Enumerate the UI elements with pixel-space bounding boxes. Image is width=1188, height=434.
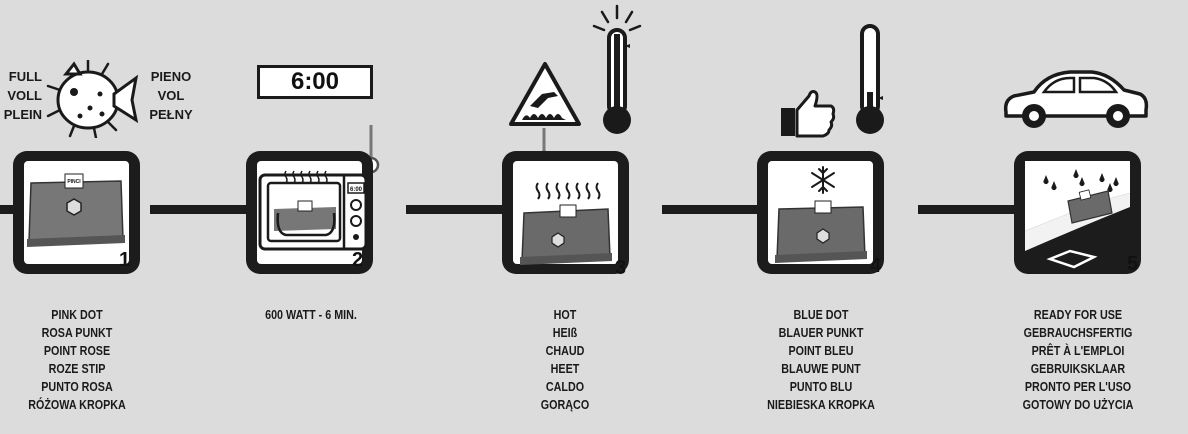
heat-pack-icon: PINCI [27,174,125,247]
microwave-icon: 6:00 [260,175,366,249]
full-labels-left: FULL VOLL PLEIN [2,67,42,124]
thermometer-cold-icon [853,24,887,138]
thumbs-up-icon [779,88,837,138]
step-5-labels: READY FOR USE GEBRAUCHSFERTIG PRÊT À L'E… [996,306,1159,414]
step-2-labels: 600 WATT - 6 MIN. [229,306,392,324]
step-2-frame: 6:00 2 [242,147,377,278]
microwave-display: 6:00 [350,187,363,193]
step-3-labels: HOT HEIß CHAUD HEET CALDO GORĄCO [483,306,646,414]
step-number: 5 [1127,253,1138,276]
step-number: 4 [870,255,881,278]
step-4-labels: BLUE DOT BLAUER PUNKT POINT BLEU BLAUWE … [739,306,902,414]
step-number: 3 [615,257,626,280]
step-number: 1 [119,249,130,272]
step-3-frame: 3 [498,147,633,278]
step-5-frame: 5 [1010,147,1145,278]
heat-pack-icon [775,201,867,263]
full-labels-right: PIENO VOL PEŁNY [146,67,196,124]
bag-brand-label: PINCI [67,179,81,185]
heat-pack-icon [520,205,612,265]
timer-display: 6:00 [257,65,373,99]
warning-hot-surface-icon [508,60,582,128]
pufferfish-icon [44,60,140,138]
step-1-labels: PINK DOT ROSA PUNKT POINT ROSE ROZE STIP… [0,306,159,414]
car-icon [1000,66,1150,132]
step-number: 2 [352,249,363,272]
step-1-frame: PINCI 1 [9,147,144,278]
step-4-frame: 4 [753,147,888,278]
thermometer-hot-icon [592,4,642,138]
